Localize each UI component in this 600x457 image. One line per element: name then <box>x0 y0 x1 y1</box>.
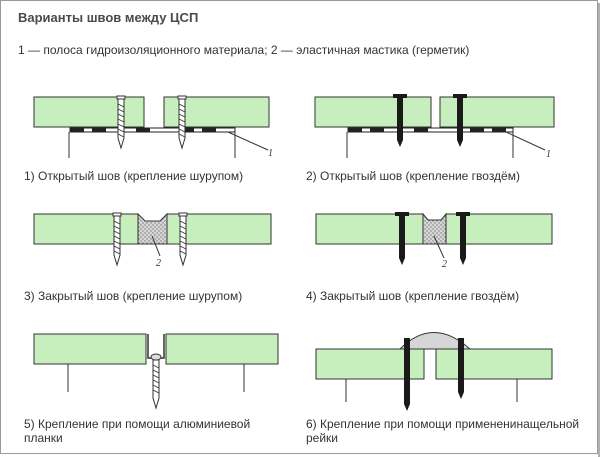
callout-leader <box>433 235 445 259</box>
diagram-open-seam-screw: 1 <box>33 95 273 159</box>
page-title: Варианты швов между ЦСП <box>18 10 199 25</box>
board-right <box>165 333 279 365</box>
nail-icon <box>393 94 407 147</box>
callout-label: 2 <box>442 259 447 270</box>
board-left <box>33 96 145 128</box>
caption-1: 1) Открытый шов (крепление шурупом) <box>24 169 244 183</box>
nail-icon <box>404 338 410 411</box>
caption-2: 2) Открытый шов (крепление гвоздём) <box>306 169 520 183</box>
screw-icon <box>116 95 126 150</box>
strip-dashes <box>348 128 506 132</box>
callout-label: 2 <box>156 258 161 269</box>
diagram-cover-batten <box>315 332 553 411</box>
nail-icon <box>453 94 467 147</box>
strip-dashes <box>70 128 216 132</box>
nail-icon <box>458 338 464 399</box>
callout-label: 1 <box>268 148 273 159</box>
legend-text: 1 — полоса гидроизоляционного материала;… <box>18 43 470 57</box>
caption-3: 3) Закрытый шов (крепление шурупом) <box>24 289 243 303</box>
caption-6: 6) Крепление при помощи примененинащельн… <box>306 417 580 445</box>
callout-leader <box>151 235 161 257</box>
caption-5: 5) Крепление при помощи алюминиевой план… <box>24 417 251 445</box>
diagram-open-seam-nail: 1 <box>314 94 555 160</box>
screw-icon <box>177 95 187 150</box>
screw-icon <box>178 212 188 267</box>
diagram-closed-seam-screw: 2 <box>33 212 272 269</box>
caption-4: 4) Закрытый шов (крепление гвоздём) <box>306 289 520 303</box>
screw-head <box>150 353 162 361</box>
callout-label: 1 <box>546 149 551 160</box>
board-left <box>33 213 139 245</box>
callout-leader <box>505 131 546 151</box>
board-left <box>33 333 147 365</box>
diagram-closed-seam-nail: 2 <box>315 212 553 270</box>
callout-leader <box>227 131 269 151</box>
screw-icon <box>152 359 160 410</box>
screw-icon <box>112 212 122 267</box>
board-left <box>314 96 432 128</box>
nail-icon <box>456 212 470 265</box>
sealant-fill <box>137 212 168 245</box>
diagram-aluminium-strip <box>33 333 279 410</box>
nail-icon <box>395 212 409 265</box>
board-left <box>315 213 424 245</box>
sealant-fill <box>422 212 447 245</box>
board-right <box>435 348 553 380</box>
